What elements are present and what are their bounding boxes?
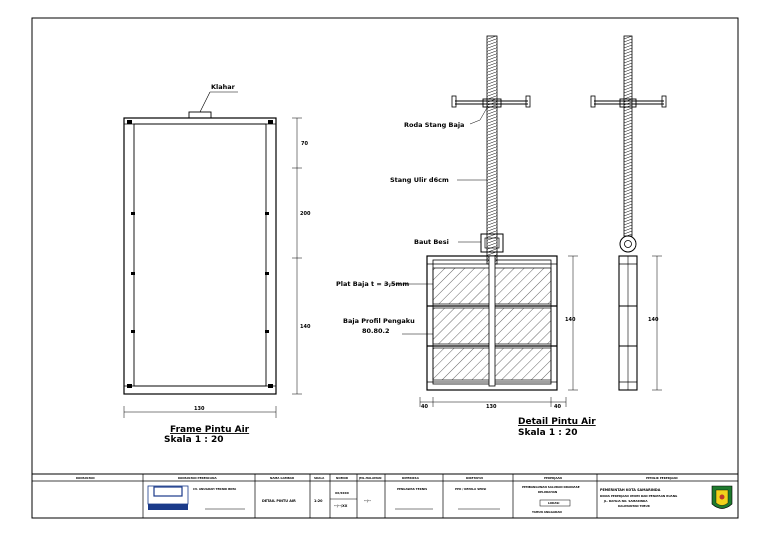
detail-title: Detail Pintu Air	[518, 417, 596, 427]
detail-pintu-air-view: Roda Stang Baja Stang Ulir d6cm Baut Bes…	[336, 35, 596, 438]
tb-owner-line-3: JL. DAHLIA NO. SAMARINDA	[603, 499, 648, 503]
label-plat-baja: Plat Baja t = 3,5mm	[336, 280, 409, 288]
tb-head-perencana: KONSULTAN PERENCANA	[178, 476, 217, 480]
tb-number-sub: --/--/XX	[334, 504, 348, 508]
detail-dim-right: 40	[554, 404, 561, 410]
title-block-headers: KONSULTAN KONSULTAN PERENCANA NAMA GAMBA…	[76, 476, 678, 480]
detail-dim-height: 140	[565, 317, 576, 323]
detail-scale: Skala 1 : 20	[518, 428, 577, 438]
side-pin	[619, 235, 637, 253]
tb-project-sub: LOKASI	[548, 501, 559, 505]
tb-project-line-2: KELURAHAN	[538, 490, 558, 494]
tb-head-nomor: NOMOR	[336, 476, 349, 480]
side-dim-height: 140	[648, 317, 659, 323]
label-baja-profil-2: 80.80.2	[362, 327, 390, 335]
frame-outer	[123, 117, 277, 395]
tb-head-pemilik: PEMILIK PEKERJAAN	[646, 476, 678, 480]
label-baut-besi: Baut Besi	[414, 238, 449, 246]
tb-drawing-name: DETAIL PINTU AIR	[262, 499, 296, 503]
tb-scale-value: 1:20	[314, 499, 323, 503]
nut-bolt	[480, 233, 504, 253]
frame-inner	[133, 123, 267, 387]
tb-checked-line: PENGAWAS TEKNIS	[397, 487, 427, 491]
tb-head-diperiksa: DIPERIKSA	[402, 476, 420, 480]
frame-pintu-air-view: Klahar 70 200 140 130 Frame Pintu Air Sk…	[123, 83, 311, 445]
tb-head-halaman: JML.HALAMAN	[358, 476, 382, 480]
tb-pages-value: --/--	[364, 499, 371, 503]
city-emblem	[711, 485, 733, 509]
frame-dim-bottom: 140	[300, 324, 311, 330]
frame-dim-width: 130	[194, 406, 205, 412]
frame-dim-middle: 200	[300, 211, 311, 217]
tb-head-diketahui: DIKETAHUI	[466, 476, 483, 480]
center-stiffener	[488, 255, 496, 387]
frame-bolts	[127, 120, 273, 388]
tb-head-pekerjaan: PEKERJAAN	[544, 476, 563, 480]
detail-dim-width: 130	[486, 404, 497, 410]
label-roda-stang-baja: Roda Stang Baja	[404, 121, 464, 129]
label-baja-profil-1: Baja Profil Pengaku	[343, 317, 415, 325]
tb-owner-line-1: PEMERINTAH KOTA SAMARINDA	[600, 488, 661, 492]
klahar-bracket	[188, 111, 212, 119]
side-threaded-rod	[623, 35, 633, 237]
detail-dim-left: 40	[421, 404, 428, 410]
threaded-rod	[486, 35, 498, 265]
tb-project-sub-2: TAHUN ANGGARAN	[532, 510, 562, 514]
tb-owner-line-4: KALIMANTAN TIMUR	[618, 504, 651, 508]
frame-scale: Skala 1 : 20	[164, 435, 223, 445]
tb-head-nama-gambar: NAMA GAMBAR	[270, 476, 295, 480]
tb-head-konsultan: KONSULTAN	[76, 476, 95, 480]
consultant-logo	[147, 485, 189, 510]
frame-dim-top: 70	[301, 141, 308, 147]
title-block: KONSULTAN KONSULTAN PERENCANA NAMA GAMBA…	[31, 473, 739, 519]
frame-title: Frame Pintu Air	[170, 425, 250, 435]
side-handwheel	[590, 95, 667, 108]
handwheel	[451, 95, 531, 108]
tb-owner-line-2: DINAS PEKERJAAN UMUM DAN PENATAAN RUANG	[600, 494, 678, 498]
tb-project-line-1: PEMBANGUNAN SALURAN DRAINASE	[522, 485, 580, 489]
tb-head-skala: SKALA	[314, 476, 325, 480]
tb-approved-line: PPK / KEPALA SEKSI	[455, 487, 486, 491]
tb-number-value: XX/XXXX	[335, 491, 350, 495]
tb-consultant-line: CV. ANUGRAH TEKNIK BIMA	[193, 487, 237, 491]
label-stang-ulir: Stang Ulir d6cm	[390, 176, 449, 184]
side-view: 140	[590, 35, 667, 391]
label-klahar: Klahar	[211, 83, 236, 91]
